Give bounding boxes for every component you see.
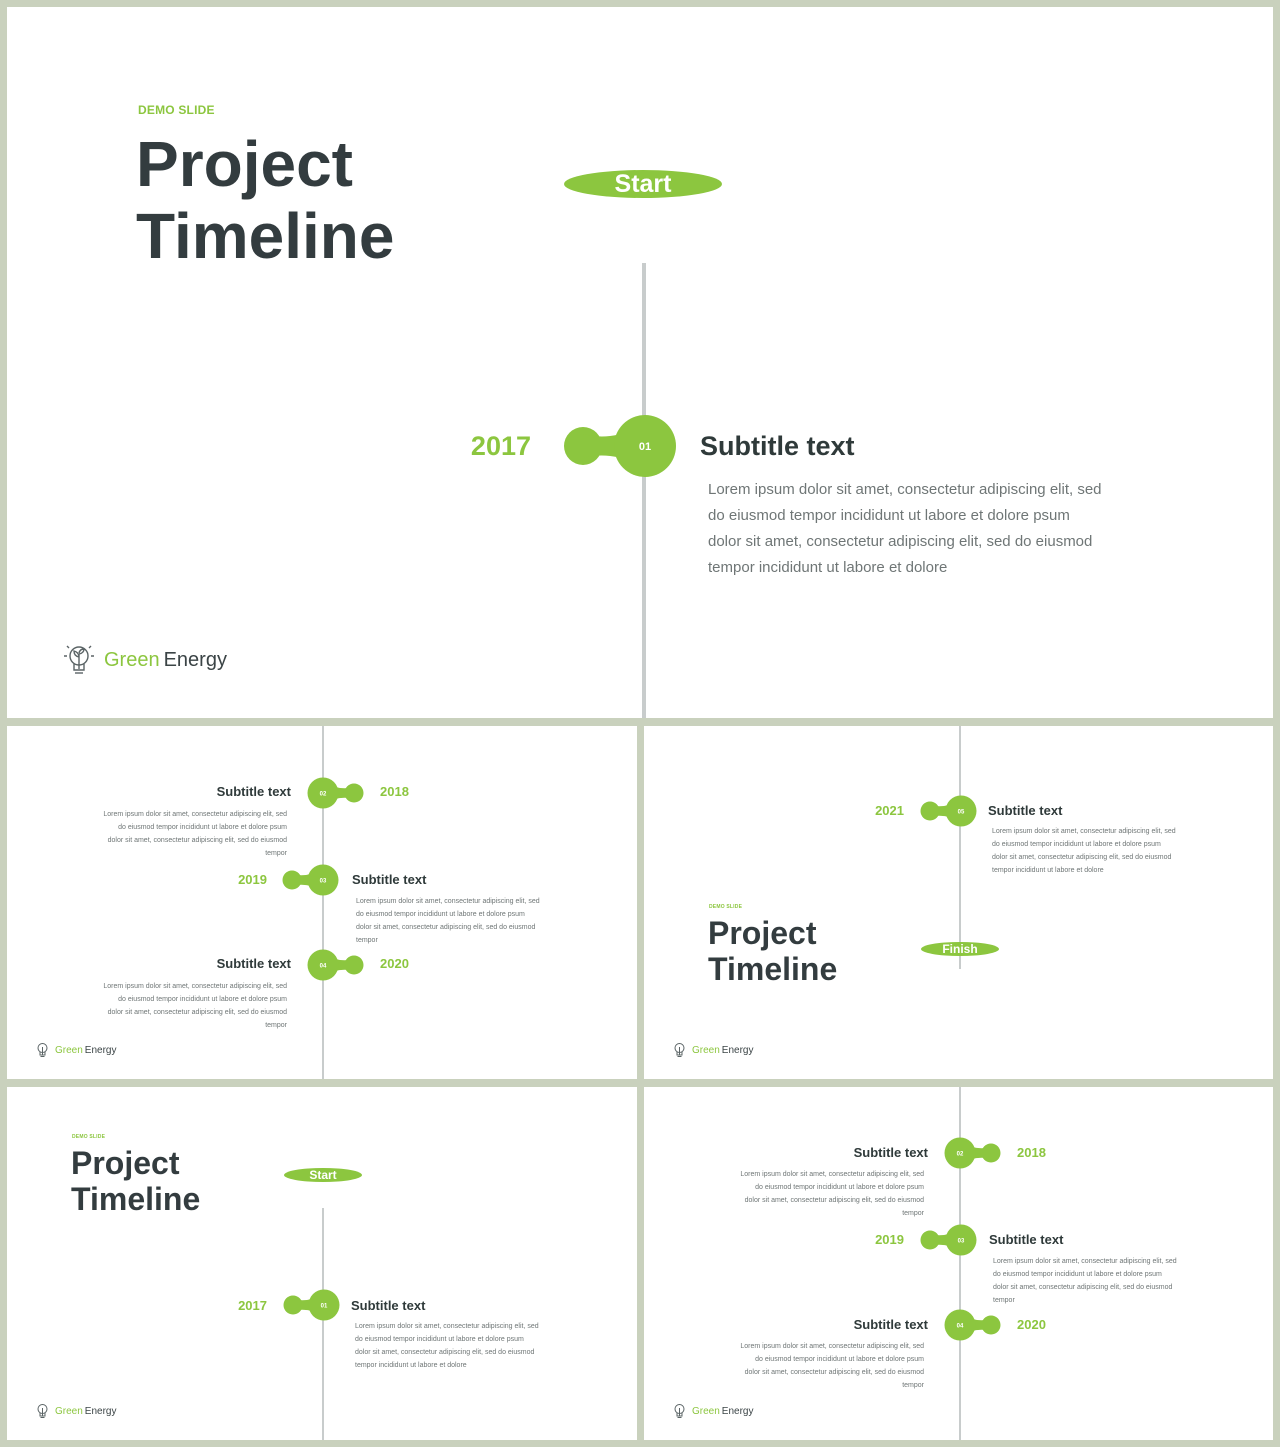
milestone-description: Lorem ipsum dolor sit amet, consectetur … xyxy=(740,1171,924,1217)
brand-logo: Green Energy xyxy=(671,1041,753,1059)
brand-logo: Green Energy xyxy=(671,1402,753,1420)
year-label: 2017 xyxy=(238,1298,267,1313)
eyebrow-label: DEMO SLIDE xyxy=(138,103,215,117)
year-label: 2019 xyxy=(875,1232,904,1247)
milestone-description: Lorem ipsum dolor sit amet, consectetur … xyxy=(992,828,1176,874)
timeline-axis xyxy=(959,1087,961,1440)
lightbulb-leaf-icon xyxy=(37,1043,48,1057)
slide-finish: 2021 05 Subtitle text Lorem ipsum dolor … xyxy=(644,726,1273,1079)
year-label: 2019 xyxy=(238,872,267,887)
timeline-axis xyxy=(322,726,324,1079)
milestone-node: 01 xyxy=(278,1289,340,1321)
milestone-number: 03 xyxy=(320,879,327,885)
lightbulb-leaf-icon xyxy=(674,1404,685,1418)
brand-name-green: Green xyxy=(692,1044,720,1056)
milestone-node: 04 xyxy=(307,949,369,981)
brand-name-rest: Energy xyxy=(721,1405,754,1417)
milestone-subtitle: Subtitle text xyxy=(216,784,291,799)
finish-marker: Finish xyxy=(921,942,999,956)
brand-name-green: Green xyxy=(692,1405,720,1417)
milestone-node: 01 xyxy=(553,414,677,478)
milestone-description: Lorem ipsum dolor sit amet, consectetur … xyxy=(103,811,287,857)
milestone-number: 04 xyxy=(957,1324,964,1330)
eyebrow-label: DEMO SLIDE xyxy=(709,904,743,910)
page-title: Project Timeline xyxy=(71,1145,201,1218)
milestone-subtitle: Subtitle text xyxy=(700,431,855,461)
milestone-node: 02 xyxy=(944,1137,1006,1169)
timeline-axis xyxy=(642,263,646,718)
brand-logo: Green Energy xyxy=(62,642,227,678)
milestone-number: 04 xyxy=(320,964,327,970)
milestone-number: 03 xyxy=(958,1239,965,1245)
title-line-2: Timeline xyxy=(708,950,838,987)
title-line-2: Timeline xyxy=(71,1180,201,1217)
milestone-subtitle: Subtitle text xyxy=(216,956,291,971)
brand-name-rest: Energy xyxy=(721,1044,754,1056)
year-label: 2020 xyxy=(380,956,409,971)
brand-name-rest: Energy xyxy=(84,1405,117,1417)
year-label: 2017 xyxy=(470,431,531,461)
milestone-number: 02 xyxy=(320,792,327,798)
page-title: Project Timeline xyxy=(708,915,838,988)
brand-name-rest: Energy xyxy=(163,648,227,671)
milestone-subtitle: Subtitle text xyxy=(853,1317,928,1332)
eyebrow-label: DEMO SLIDE xyxy=(72,1134,106,1140)
title-line-1: Project xyxy=(136,128,353,200)
milestone-node: 04 xyxy=(944,1309,1006,1341)
brand-name-rest: Energy xyxy=(84,1044,117,1056)
page-title: Project Timeline xyxy=(136,128,395,272)
lightbulb-leaf-icon xyxy=(674,1043,685,1057)
brand-name-green: Green xyxy=(104,648,160,671)
milestone-subtitle: Subtitle text xyxy=(989,1232,1064,1247)
timeline-axis xyxy=(322,1208,324,1440)
milestone-node: 03 xyxy=(915,1224,977,1256)
milestone-node: 03 xyxy=(277,864,339,896)
slide-start-thumb: DEMO SLIDE Project Timeline Start 2017 0… xyxy=(7,1087,637,1440)
milestone-node: 02 xyxy=(307,777,369,809)
start-marker: Start xyxy=(284,1168,362,1182)
year-label: 2018 xyxy=(1017,1145,1046,1160)
milestone-number: 01 xyxy=(639,441,651,453)
milestone-subtitle: Subtitle text xyxy=(351,1298,426,1313)
brand-name-green: Green xyxy=(55,1405,83,1417)
milestone-number: 02 xyxy=(957,1152,964,1158)
milestone-node: 05 xyxy=(915,795,977,827)
brand-name-green: Green xyxy=(55,1044,83,1056)
title-line-1: Project xyxy=(71,1145,180,1181)
milestone-description: Lorem ipsum dolor sit amet, consectetur … xyxy=(103,983,287,1029)
start-marker: Start xyxy=(564,170,722,198)
milestone-description: Lorem ipsum dolor sit amet, consectetur … xyxy=(993,1258,1177,1304)
milestone-number: 01 xyxy=(321,1304,328,1310)
brand-logo: Green Energy xyxy=(34,1402,116,1420)
year-label: 2021 xyxy=(875,803,904,818)
milestone-description: Lorem ipsum dolor sit amet, consectetur … xyxy=(355,1323,539,1369)
milestone-description: Lorem ipsum dolor sit amet, consectetur … xyxy=(708,481,1102,576)
milestone-subtitle: Subtitle text xyxy=(988,803,1063,818)
title-line-1: Project xyxy=(708,915,817,951)
milestone-description: Lorem ipsum dolor sit amet, consectetur … xyxy=(356,898,540,944)
slide-main: DEMO SLIDE Project Timeline Start 2017 0… xyxy=(7,7,1273,718)
brand-logo: Green Energy xyxy=(34,1041,116,1059)
slide-milestones-2018-2020-thumb: Subtitle text Lorem ipsum dolor sit amet… xyxy=(644,1087,1273,1440)
year-label: 2020 xyxy=(1017,1317,1046,1332)
lightbulb-leaf-icon xyxy=(64,645,94,674)
milestone-number: 05 xyxy=(958,810,965,816)
milestone-subtitle: Subtitle text xyxy=(853,1145,928,1160)
year-label: 2018 xyxy=(380,784,409,799)
timeline-axis xyxy=(959,726,961,969)
lightbulb-leaf-icon xyxy=(37,1404,48,1418)
milestone-description: Lorem ipsum dolor sit amet, consectetur … xyxy=(740,1343,924,1389)
milestone-subtitle: Subtitle text xyxy=(352,872,427,887)
title-line-2: Timeline xyxy=(136,199,395,272)
slide-milestones-2018-2020: Subtitle text Lorem ipsum dolor sit amet… xyxy=(7,726,637,1079)
